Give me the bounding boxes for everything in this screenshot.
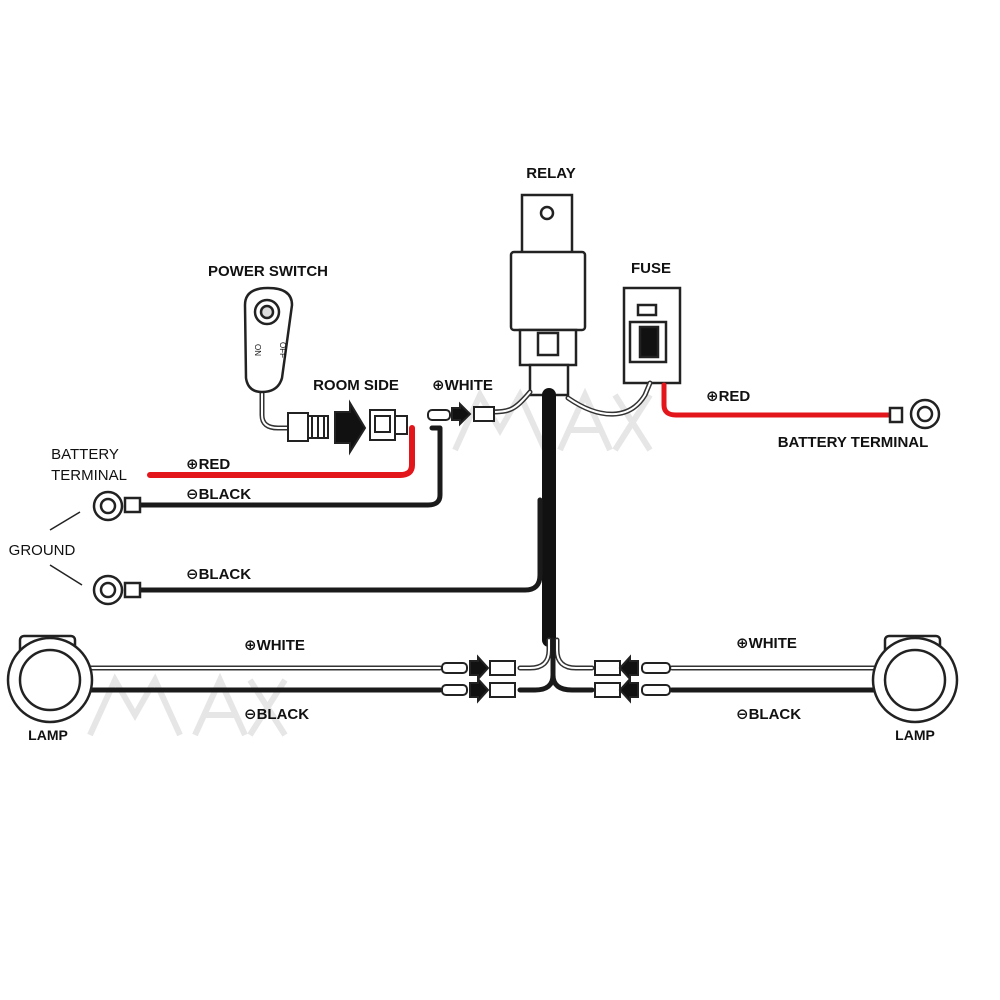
ground-wire-2	[137, 497, 543, 593]
fuse-element	[638, 325, 660, 359]
connector-plug-a	[287, 412, 309, 442]
switch-button-center	[259, 304, 275, 320]
connector-socket-tail	[394, 415, 408, 435]
battery-terminal-left-line1: BATTERY	[51, 446, 119, 463]
right-black-wire-split	[550, 637, 595, 693]
room-side-label: ROOM SIDE	[313, 377, 399, 394]
white-bullet-female	[473, 406, 495, 422]
fuse-red-label: ⊕RED	[706, 388, 750, 405]
lamps	[6, 634, 959, 724]
ground-terminal-2	[92, 574, 142, 606]
white-bullet-male	[427, 409, 451, 421]
room-side-connector	[287, 399, 495, 456]
relay-mount-hole	[539, 205, 555, 221]
labels: RELAY FUSE POWER SWITCH ROOM SIDE ⊕WHITE…	[9, 165, 935, 743]
battery-terminal-right-label: BATTERY TERMINAL	[778, 434, 929, 451]
white-bullet-arrow	[451, 401, 472, 427]
black-label-2: ⊖BLACK	[186, 566, 251, 583]
power-switch-label: POWER SWITCH	[208, 263, 328, 280]
left-lamp-black-label: ⊖BLACK	[244, 706, 309, 723]
ground-wire-1	[137, 425, 443, 508]
right-lamp-black-label: ⊖BLACK	[736, 706, 801, 723]
left-lamp-connectors	[441, 654, 516, 704]
left-lamp-white-label: ⊕WHITE	[244, 637, 305, 654]
right-lamp-connectors	[594, 654, 671, 704]
ring-terminals	[92, 398, 941, 606]
lamp-left	[6, 634, 94, 724]
battery-terminal-left-line2: TERMINAL	[51, 467, 127, 484]
fuse-label: FUSE	[631, 260, 671, 277]
relay-body	[509, 250, 587, 332]
black-label-1: ⊖BLACK	[186, 486, 251, 503]
relay	[509, 193, 587, 397]
fuse	[622, 286, 682, 385]
connector-arrow	[334, 399, 367, 456]
switch-on-label: ON	[253, 344, 262, 356]
ground-pointers	[49, 511, 83, 586]
wires	[87, 380, 898, 693]
relay-socket-pin	[536, 331, 560, 357]
ground-label: GROUND	[9, 542, 76, 559]
switch-off-label: OFF	[278, 342, 287, 358]
battery-terminal-right	[888, 398, 941, 430]
connector-socket-inner	[374, 415, 391, 433]
lamp-right	[871, 634, 959, 724]
relay-mount-tab	[520, 193, 574, 257]
relay-label: RELAY	[526, 165, 575, 182]
ground-terminal-1	[92, 490, 142, 522]
left-red-wire	[147, 425, 415, 478]
power-switch	[243, 286, 294, 394]
fuse-cap	[636, 303, 658, 317]
watermark	[87, 387, 653, 737]
left-red-label: ⊕RED	[186, 456, 230, 473]
right-lamp-white-label: ⊕WHITE	[736, 635, 797, 652]
fuse-red-wire	[661, 382, 898, 418]
relay-white-label: ⊕WHITE	[432, 377, 493, 394]
lamp-left-label: LAMP	[28, 727, 68, 743]
lamp-right-label: LAMP	[895, 727, 935, 743]
